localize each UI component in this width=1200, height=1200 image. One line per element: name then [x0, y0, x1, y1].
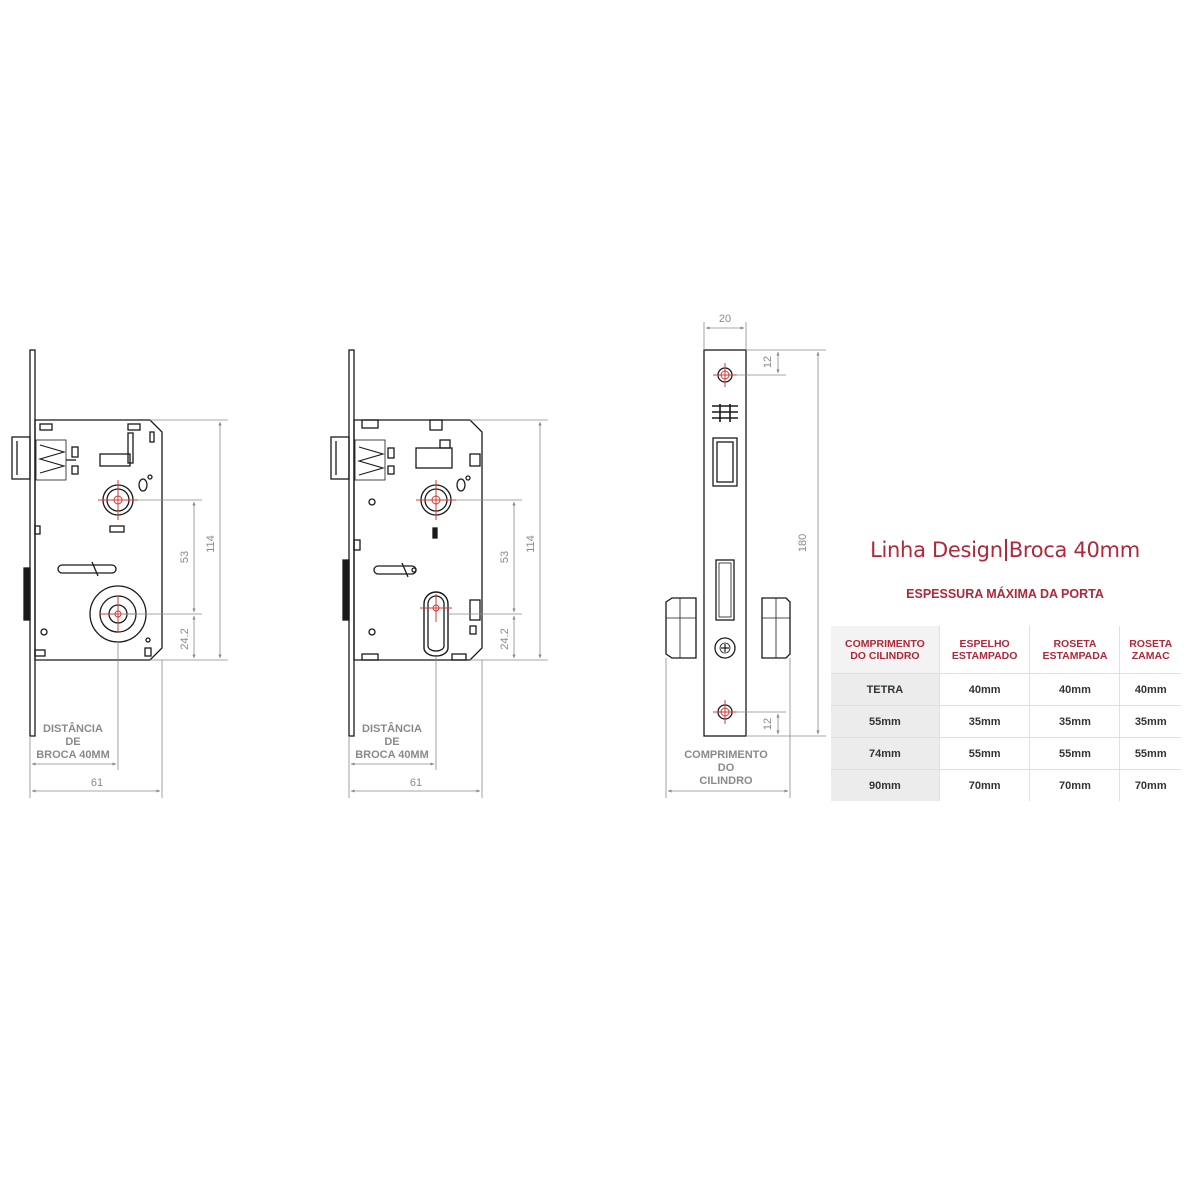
table-row: 74mm 55mm 55mm 55mm — [831, 737, 1181, 770]
table-cell: 40mm — [938, 673, 1030, 706]
dim-53-middle: 53 — [499, 551, 511, 563]
dimension-lines-middle — [348, 419, 548, 798]
center-marker-middle-top — [416, 480, 456, 520]
label-distancia-left-2: DE — [65, 736, 80, 748]
label-distancia-middle-2: DE — [384, 736, 399, 748]
dimension-lines-left — [29, 419, 228, 798]
table-cell: 70mm — [1119, 769, 1181, 801]
label-comprimento-2: DO — [718, 762, 735, 774]
center-marker-front-top — [713, 363, 737, 387]
table-row: 55mm 35mm 35mm 35mm — [831, 705, 1181, 738]
dim-20-front: 20 — [719, 313, 731, 325]
table-cell: 55mm — [938, 737, 1030, 770]
table-row: 90mm 70mm 70mm 70mm — [831, 769, 1181, 801]
table-cell: 55mm — [1029, 737, 1120, 770]
dim-12-front-bottom: 12 — [762, 718, 774, 730]
table-cell: 35mm — [938, 705, 1030, 738]
dim-53-left: 53 — [179, 551, 191, 563]
table-cell: 74mm — [831, 737, 940, 770]
label-distancia-middle-1: DISTÂNCIA — [362, 722, 422, 735]
dim-114-left: 114 — [205, 535, 217, 553]
title-separator — [1004, 539, 1007, 561]
door-thickness-subtitle: ESPESSURA MÁXIMA DA PORTA — [906, 587, 1104, 601]
table-cell: 55mm — [1119, 737, 1181, 770]
dim-24-left: 24.2 — [179, 628, 191, 649]
mortise-lock-front-view — [665, 349, 791, 737]
center-marker-front-bottom — [713, 700, 737, 724]
dim-61-left: 61 — [91, 777, 103, 789]
label-distancia-middle-3: BROCA 40MM — [355, 749, 429, 761]
label-distancia-left-3: BROCA 40MM — [36, 749, 110, 761]
table-cell: 90mm — [831, 769, 940, 801]
center-marker-left-top — [98, 480, 138, 520]
label-comprimento-1: COMPRIMENTO — [684, 749, 768, 761]
center-marker-middle-bottom — [420, 594, 452, 622]
dim-12-front-top: 12 — [762, 356, 774, 368]
label-comprimento-3: CILINDRO — [699, 775, 753, 787]
dim-114-middle: 114 — [525, 535, 537, 553]
table-cell: 35mm — [1029, 705, 1120, 738]
label-distancia-left-1: DISTÂNCIA — [43, 722, 103, 735]
table-cell: 35mm — [1119, 705, 1181, 738]
mortise-lock-side-view-left — [11, 349, 163, 737]
table-cell: 40mm — [1119, 673, 1181, 706]
title-broca: Broca 40mm — [1008, 538, 1140, 562]
dim-180-front: 180 — [797, 534, 809, 552]
table-cell: 70mm — [1029, 769, 1120, 801]
dim-24-middle: 24.2 — [499, 628, 511, 649]
table-row: TETRA 40mm 40mm 40mm — [831, 673, 1181, 706]
table-cell: TETRA — [831, 673, 940, 706]
title-line-name: Linha Design — [870, 538, 1003, 562]
dimension-lines-front — [665, 322, 826, 798]
table-cell: 70mm — [938, 769, 1030, 801]
table-cell: 55mm — [831, 705, 940, 738]
dim-61-middle: 61 — [410, 777, 422, 789]
table-cell: 40mm — [1029, 673, 1120, 706]
mortise-lock-side-view-middle — [330, 349, 483, 737]
